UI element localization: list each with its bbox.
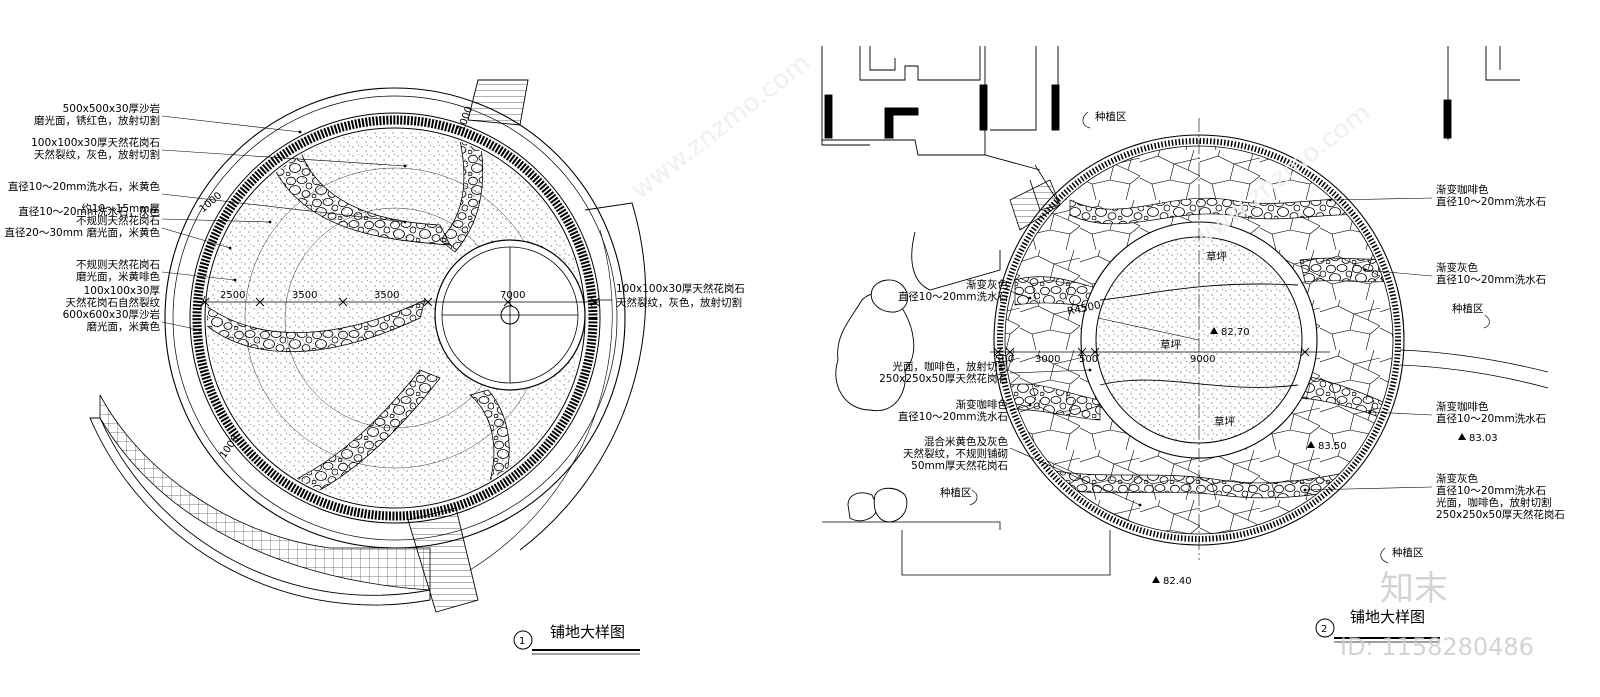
right-note-2-3-line-3: 250x250x50厚天然花岗石 (1436, 508, 1565, 521)
left-note-2-3-line-2: 50mm厚天然花岗石 (911, 459, 1008, 472)
pebble-swirl-2 (439, 139, 484, 253)
dim-500-a: 500 (995, 354, 1014, 365)
curved-paving-band (89, 417, 431, 606)
note-1-3-line-0: 直径10～20mm洗水石，灰色 (18, 205, 160, 218)
watermark-id: ID: 1158280486 (1340, 633, 1534, 661)
elevation-82-40: 82.40 (1163, 576, 1192, 587)
left-note-2-2-line-1: 直径10～20mm洗水石 (898, 410, 1008, 423)
outer-arc-right (519, 202, 647, 551)
lawn-label-bottom: 草坪 (1214, 415, 1236, 428)
right-note-2-0-line-1: 直径10～20mm洗水石 (1436, 195, 1546, 208)
drawing-2-title: 铺地大样图 (1350, 608, 1425, 626)
dim-2500: 2500 (220, 290, 245, 301)
stair-bottom (407, 507, 479, 613)
planting-zone-right: 种植区 (1452, 302, 1484, 315)
note-1-2-line-0: 直径10～20mm洗水石，米黄色 (8, 180, 161, 193)
note-1-6-line-1: 天然花岗石自然裂纹 (66, 296, 161, 309)
dim-7000: 7000 (500, 290, 525, 301)
note-1-6-line-2: 600x600x30厚沙岩 (63, 308, 160, 321)
ring-granite (192, 115, 598, 521)
outer-arc-right-inner (469, 229, 613, 571)
right-note-2-2-line-0: 渐变咖啡色 (1436, 400, 1489, 413)
note-1-6-line-0: 100x100x30厚 (84, 285, 161, 297)
dimension-line-2: 500 3000 500 9000 (993, 347, 1310, 365)
right-note-2-3-line-2: 光面，咖啡色，放射切割 (1436, 496, 1552, 509)
building-outline (821, 46, 1520, 171)
watermark-brand: 知末 (1380, 569, 1448, 609)
note-1-1-line-0: 100x100x30厚天然花岗石 (31, 136, 160, 149)
note-1-4-line-2: 直径20～30mm 磨光面，米黄色 (4, 226, 160, 239)
d2-pebble-band-1-fill (1070, 198, 1370, 224)
drawing-2: 草坪 草坪 草坪 R4500 500 3000 500 9000 82.70 8… (821, 46, 1565, 643)
left-note-2-1-line-0: 光面，咖啡色，放射切割 (893, 360, 1009, 373)
left-note-2-3-line-1: 天然裂纹，不规则铺砌 (903, 447, 1008, 460)
right-note-2-2-line-1: 直径10～20mm洗水石 (1436, 412, 1546, 425)
note-1-5-line-1: 磨光面，米黄啡色 (76, 270, 160, 283)
d2-pebble-band-4 (1009, 383, 1101, 421)
right-note-line-1: 100x100x30厚天然花岗石 (616, 282, 745, 295)
right-note-2-3-line-0: 渐变灰色 (1436, 472, 1478, 485)
edge-dim-bottom: 1000 (218, 433, 242, 460)
lawn-label-center: 草坪 (1160, 338, 1182, 351)
planting-zone-left: 种植区 (940, 486, 972, 499)
elevation-83-03: 83.03 (1469, 433, 1498, 444)
drawing-1: 2500 3500 3500 7000 1000 1000 1000 500x5… (4, 79, 745, 655)
pebble-swirl-4 (269, 369, 441, 506)
drawing-1-title-block: 1 铺地大样图 (513, 623, 640, 655)
pebble-swirl-3 (207, 299, 426, 353)
dim-3000: 3000 (1035, 354, 1060, 365)
dim-3500-a: 3500 (292, 290, 317, 301)
right-note-2-1-line-1: 直径10～20mm洗水石 (1436, 273, 1546, 286)
left-note-2-0-line-1: 直径10～20mm洗水石 (898, 290, 1008, 303)
note-1-4-line-1: 不规则天然花岗石 (76, 214, 160, 227)
note-1-6-line-3: 磨光面，米黄色 (87, 320, 161, 333)
ring-granite-outer (189, 112, 601, 524)
dim-500-b: 500 (1079, 354, 1098, 365)
d2-stairs (1009, 179, 1061, 231)
left-note-2-1-line-1: 250x250x50厚天然花岗石 (879, 372, 1008, 385)
left-note-2-2-line-0: 渐变咖啡色 (956, 398, 1009, 411)
lawn-label-top: 草坪 (1206, 250, 1228, 263)
planting-zone-top: 种植区 (1095, 110, 1127, 123)
planting-zone-bottom: 种植区 (1392, 546, 1424, 559)
ring-2 (172, 95, 618, 541)
note-1-5-line-0: 不规则天然花岗石 (76, 258, 160, 271)
elevation-83-50: 83.50 (1318, 441, 1347, 452)
d2-pebble-band-3 (1299, 257, 1393, 283)
left-notes-drawing-2: 渐变灰色直径10～20mm洗水石光面，咖啡色，放射切割250x250x50厚天然… (879, 278, 1142, 507)
boulders (835, 231, 1001, 523)
ring-outer (164, 87, 626, 549)
right-note-2-3-line-1: 直径10～20mm洗水石 (1436, 484, 1546, 497)
note-1-0-line-0: 500x500x30厚沙岩 (63, 102, 160, 115)
dim-3500-b: 3500 (374, 290, 399, 301)
note-1-4-line-0: 约10～15mm厚 (81, 202, 160, 215)
drawing-1-number: 1 (519, 636, 525, 647)
note-1-0-line-1: 磨光面，锈红色，放射切割 (34, 114, 160, 127)
watermark-site-1: www.znzmo.com (626, 48, 816, 206)
planting-zone-labels: 种植区 种植区 种植区 种植区 (940, 110, 1490, 564)
drawing-1-title: 铺地大样图 (550, 623, 625, 641)
drawing-2-title-block: 2 铺地大样图 (1315, 608, 1440, 643)
drawing-2-number: 2 (1321, 624, 1327, 635)
right-note-2-1-line-0: 渐变灰色 (1436, 261, 1478, 274)
right-notes-drawing-2: 渐变咖啡色直径10～20mm洗水石渐变灰色直径10～20mm洗水石渐变咖啡色直径… (1303, 183, 1565, 521)
dimension-line-1: 2500 3500 3500 7000 (199, 290, 600, 311)
dim-9000: 9000 (1190, 354, 1215, 365)
elevation-82-70: 82.70 (1221, 327, 1250, 338)
right-note-2-0-line-0: 渐变咖啡色 (1436, 183, 1489, 196)
stair-top (467, 79, 529, 126)
elevation-marks: 82.70 83.50 83.03 82.40 (1152, 327, 1498, 587)
right-note-drawing-1: 100x100x30厚天然花岗石 天然裂纹，灰色，放射切割 (590, 282, 745, 309)
note-1-1-line-1: 天然裂纹，灰色，放射切割 (34, 148, 160, 161)
left-note-2-0-line-0: 渐变灰色 (966, 278, 1008, 291)
left-note-2-3-line-0: 混合米黄色及灰色 (924, 435, 1008, 448)
right-note-line-2: 天然裂纹，灰色，放射切割 (616, 296, 742, 309)
